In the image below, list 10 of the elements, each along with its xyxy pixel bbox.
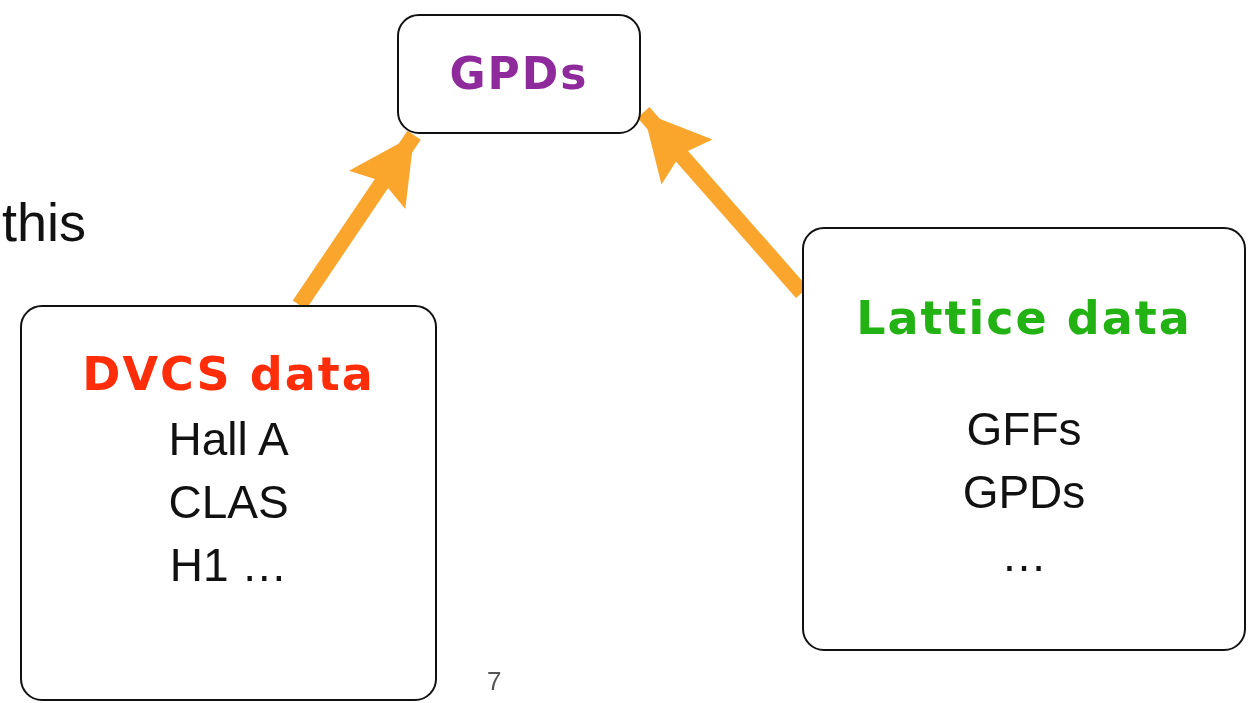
rounded-box — [397, 14, 641, 134]
page-number: 7 — [487, 668, 502, 694]
box-heading: DVCS data — [82, 347, 375, 403]
box-heading: GPDs — [449, 47, 589, 101]
item-list: GFFs GPDs … — [954, 398, 1094, 588]
rounded-box — [20, 305, 437, 701]
item-list: Hall A CLAS H1 … — [153, 408, 304, 598]
rounded-box — [802, 227, 1246, 651]
text-fragment: this — [2, 195, 87, 249]
box-heading: Lattice data — [856, 291, 1192, 347]
